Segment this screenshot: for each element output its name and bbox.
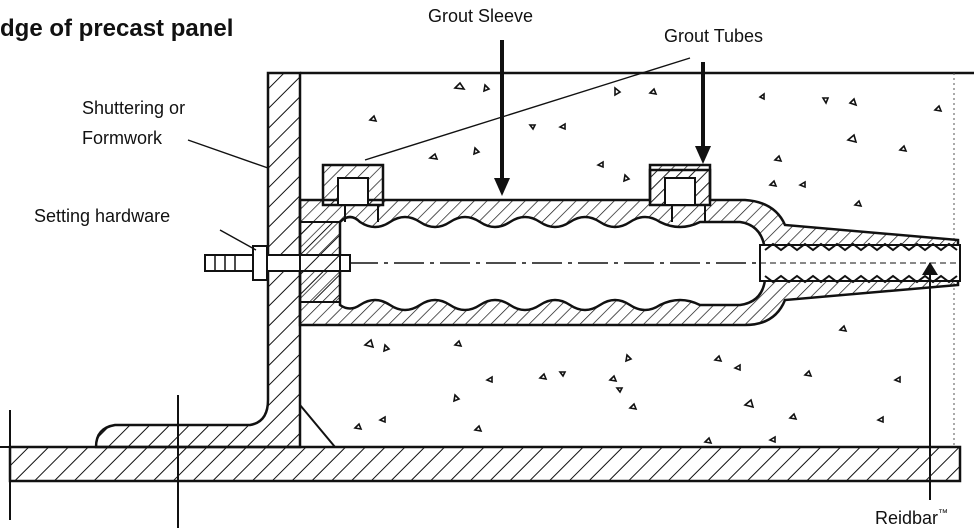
label-setting-hardware: Setting hardware <box>34 206 170 226</box>
label-grout-sleeve: Grout Sleeve <box>428 6 533 26</box>
leader-shuttering <box>187 139 269 169</box>
setting-hardware <box>204 221 351 303</box>
arrow-grout-tubes <box>364 57 711 164</box>
label-shuttering-line1: Shuttering or <box>82 98 185 118</box>
diagram-title: dge of precast panel <box>0 15 233 42</box>
arrow-grout-sleeve <box>494 40 510 196</box>
formwork <box>94 71 974 449</box>
label-shuttering-line2: Formwork <box>82 128 163 148</box>
base-slab <box>0 410 962 520</box>
label-reidbar-tm: ™ <box>938 508 948 519</box>
grout-port-left <box>321 163 385 222</box>
leader-setting-hardware <box>219 229 257 251</box>
label-reidbar-text: Reidbar <box>875 508 938 528</box>
grout-port-right <box>648 163 712 222</box>
concrete-aggregate <box>353 81 943 445</box>
grout-sleeve-body <box>210 168 960 327</box>
pointer-reidbar <box>922 262 938 500</box>
label-reidbar: Reidbar™ <box>875 508 948 528</box>
label-grout-tubes: Grout Tubes <box>664 26 763 46</box>
